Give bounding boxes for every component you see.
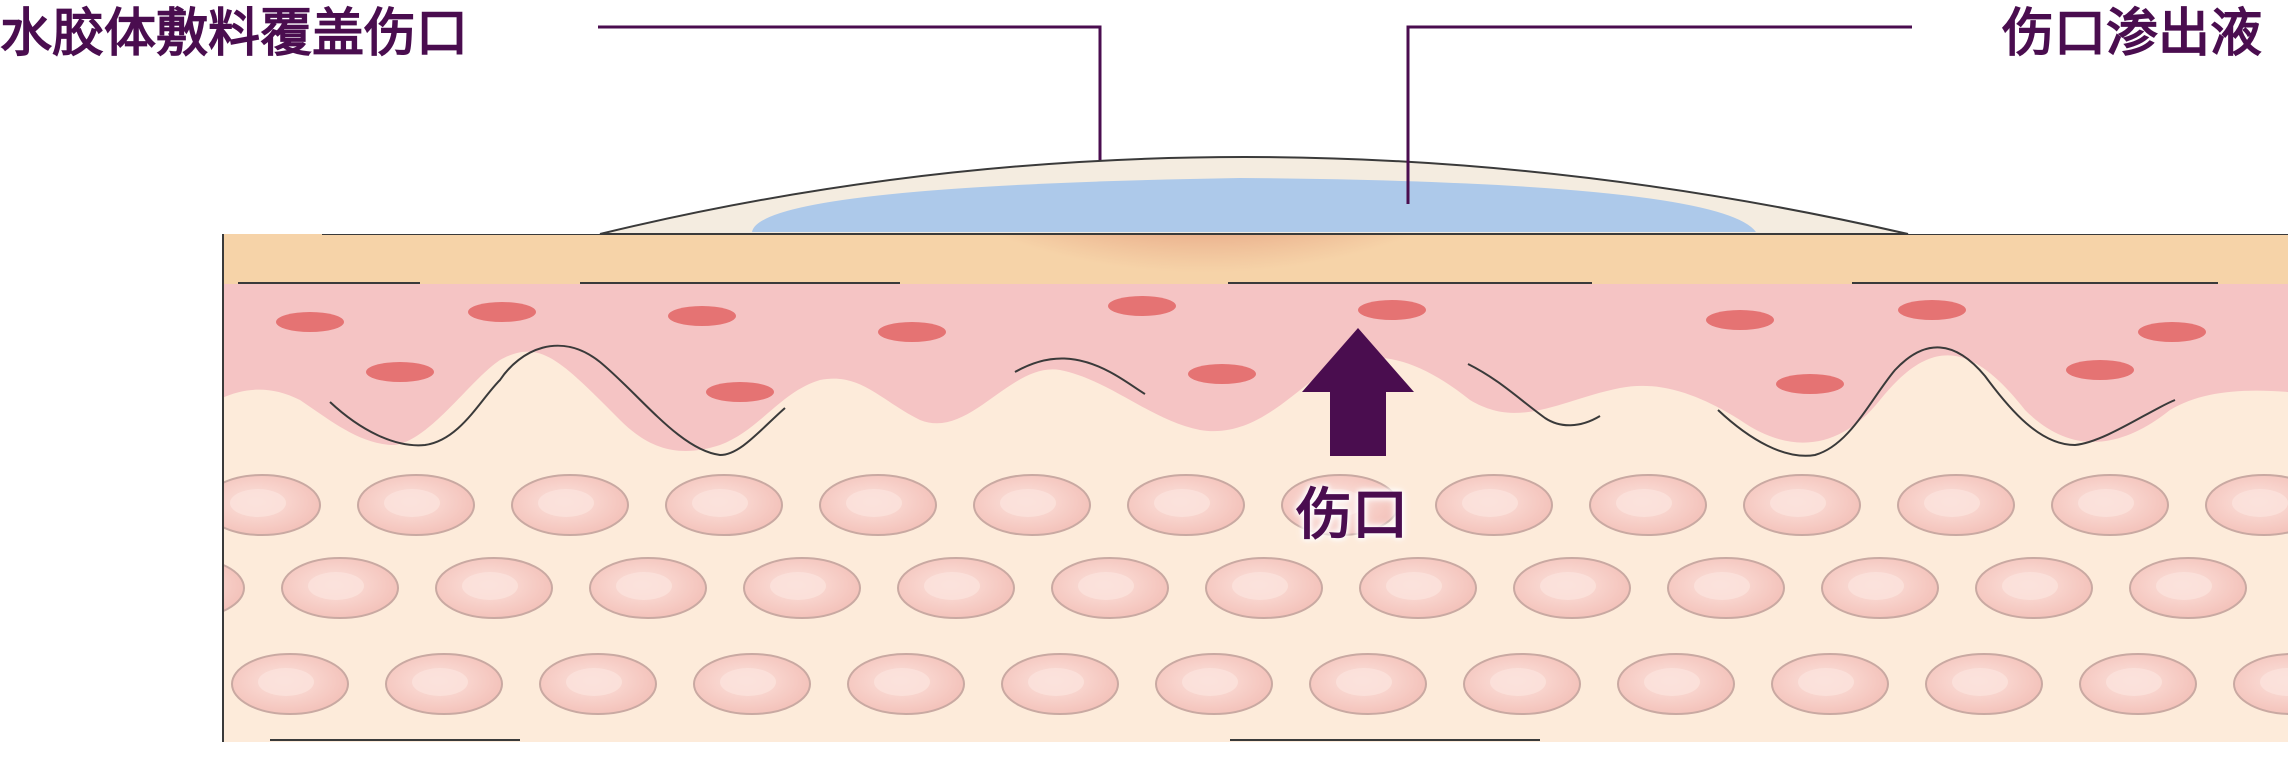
layer-outline-lines bbox=[238, 234, 2288, 741]
dressing-leader-line bbox=[598, 25, 1102, 160]
skin-cell-highlight bbox=[538, 489, 594, 517]
skin-cell-highlight bbox=[462, 572, 518, 600]
skin-cell-highlight bbox=[1182, 668, 1238, 696]
arrow-up-icon bbox=[1302, 328, 1414, 456]
red-spot bbox=[276, 312, 344, 332]
skin-cell-highlight bbox=[720, 668, 776, 696]
skin-cell-highlight bbox=[384, 489, 440, 517]
skin-cell-highlight bbox=[1078, 572, 1134, 600]
skin-cell-highlight bbox=[230, 489, 286, 517]
wound-label: 伤口 bbox=[1296, 483, 1408, 548]
outline-segment bbox=[1014, 357, 1146, 395]
red-spot bbox=[468, 302, 536, 322]
wound-exudate bbox=[752, 178, 1756, 232]
skin-cell-highlight bbox=[1644, 668, 1700, 696]
skin-cell-highlight bbox=[1232, 572, 1288, 600]
skin-cell-highlight bbox=[1154, 489, 1210, 517]
skin-cell-highlight bbox=[412, 668, 468, 696]
skin-cell bbox=[222, 563, 245, 613]
red-spot bbox=[366, 362, 434, 382]
skin-cell-highlight bbox=[692, 489, 748, 517]
skin-cells bbox=[154, 474, 2288, 715]
skin-cell-highlight bbox=[1000, 489, 1056, 517]
red-spot bbox=[1776, 374, 1844, 394]
skin-cell-highlight bbox=[770, 572, 826, 600]
red-spot bbox=[1898, 300, 1966, 320]
skin-cell-highlight bbox=[1028, 668, 1084, 696]
exudate-leader-line bbox=[1406, 25, 1912, 204]
skin-cell-highlight bbox=[846, 489, 902, 517]
skin-cell-highlight bbox=[1336, 668, 1392, 696]
skin-cell-highlight bbox=[1848, 572, 1904, 600]
skin-cell-highlight bbox=[1798, 668, 1854, 696]
skin-cell-highlight bbox=[2156, 572, 2212, 600]
skin-cell-highlight bbox=[1540, 572, 1596, 600]
skin-cell-highlight bbox=[1952, 668, 2008, 696]
skin-cell-highlight bbox=[1308, 489, 1364, 517]
skin-cell-highlight bbox=[308, 572, 364, 600]
dressing-label: 水胶体敷料覆盖伤口 bbox=[0, 4, 469, 64]
skin-cell-highlight bbox=[924, 572, 980, 600]
skin-cell-highlight bbox=[2260, 668, 2288, 696]
skin-cell-highlight bbox=[1770, 489, 1826, 517]
epidermis-outline bbox=[329, 344, 2176, 457]
skin-cell-highlight bbox=[566, 668, 622, 696]
red-spot bbox=[2066, 360, 2134, 380]
red-spot bbox=[2138, 322, 2206, 342]
skin-cell-highlight bbox=[2078, 489, 2134, 517]
red-spot bbox=[1706, 310, 1774, 330]
skin-cell-highlight bbox=[2232, 489, 2288, 517]
skin-cell-highlight bbox=[1490, 668, 1546, 696]
skin-cell-highlight bbox=[1462, 489, 1518, 517]
skin-cell-highlight bbox=[1386, 572, 1442, 600]
skin-cell-highlight bbox=[1694, 572, 1750, 600]
skin-cell-highlight bbox=[1616, 489, 1672, 517]
outline-segment bbox=[1467, 363, 1601, 427]
skin-cell-highlight bbox=[2002, 572, 2058, 600]
skin-cell-highlight bbox=[874, 668, 930, 696]
outline-segment bbox=[1717, 346, 2176, 457]
skin-cell-highlight bbox=[616, 572, 672, 600]
skin-cell-highlight bbox=[154, 572, 210, 600]
skin-layers bbox=[154, 234, 2288, 742]
red-spot bbox=[706, 382, 774, 402]
skin-cell-highlight bbox=[2106, 668, 2162, 696]
skin-cell-highlight bbox=[1924, 489, 1980, 517]
skin-cell-highlight bbox=[258, 668, 314, 696]
red-spot bbox=[668, 306, 736, 326]
exudate-label: 伤口渗出液 bbox=[2001, 4, 2262, 64]
outline-segment bbox=[329, 344, 786, 457]
